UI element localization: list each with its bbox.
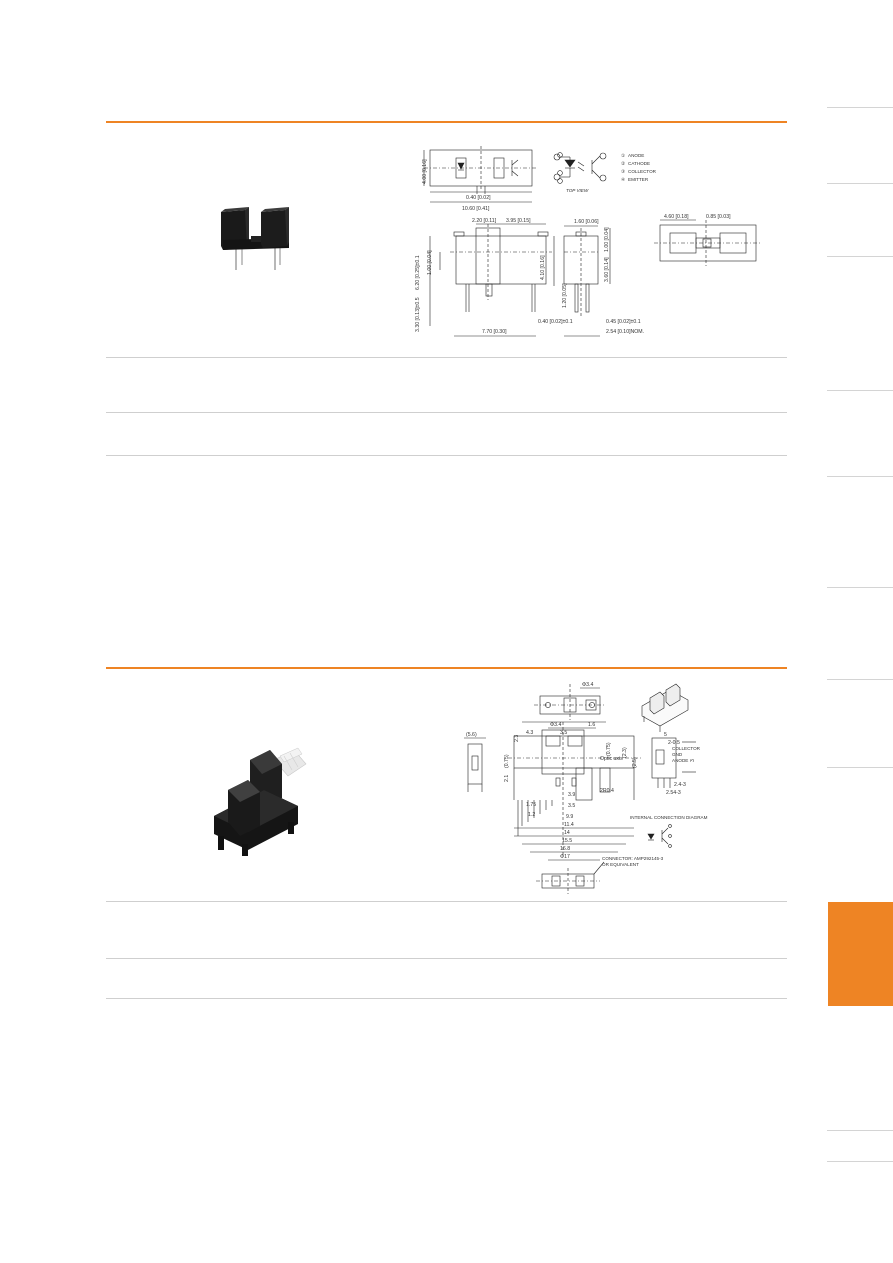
pin-label-emitter: EMITTER <box>628 177 649 182</box>
dim-side-top: 1.00 [0.04] <box>604 227 610 252</box>
dim-body-height: 6.20 [0.25]±0.1 <box>415 255 421 290</box>
dim-top-height: 4.00 [0.16] <box>422 159 428 184</box>
dim-hole-d: Φ3.4 <box>582 682 593 688</box>
connector-label-2: OR EQUIVALENT <box>602 862 639 867</box>
pin2-label-collector: COLLECTOR <box>672 746 701 751</box>
dim-optic-axis: Optic axis <box>600 756 623 762</box>
dim-slot-offset: 3.95 [0.15] <box>506 218 531 224</box>
dim-a9: (2.5) <box>632 757 638 768</box>
side-rule <box>827 1161 893 1162</box>
pin-num-3: ③ <box>621 169 625 174</box>
dim-a2: (0.75) <box>606 742 612 756</box>
side-rule <box>827 256 893 257</box>
dim-top-a: (5.6) <box>466 732 477 738</box>
product1-dimension-drawing: 4.00 [0.16] 0.40 [0.02] 10.60 [0.41] TOP… <box>415 146 762 337</box>
pin-num-1: ① <box>621 153 625 158</box>
dim-slot-depth: 4.10 [0.16] <box>540 255 546 280</box>
row-divider <box>106 412 787 413</box>
internal-diagram-label: INTERNAL CONNECTION DIAGRAM <box>630 815 708 820</box>
dim-hole-d2: Φ3.4 <box>550 722 561 728</box>
row-divider <box>106 958 787 959</box>
dim-a11: 1.75 <box>526 802 536 808</box>
side-rule <box>827 1130 893 1131</box>
dim-a6: 3.5 <box>560 730 567 736</box>
pin2-label-anode: ANODE <box>672 758 688 763</box>
dim-a15: 11.4 <box>564 822 574 828</box>
product1-photo <box>221 207 289 270</box>
dim-a19: Φ17 <box>560 854 570 860</box>
row-divider <box>106 901 787 902</box>
side-rule <box>827 587 893 588</box>
row-divider <box>106 455 787 456</box>
dim-a17: 15.5 <box>562 838 572 844</box>
dim-a7: 2.1 <box>504 775 510 782</box>
product2-dimension-drawing: (5.6) Φ3.4 4.3 Φ3.4 1.6 3.5 2.3 (0.75) (… <box>464 682 708 894</box>
dim-gap: 0.40 [0.02] <box>466 195 491 201</box>
dim-a12: 1.2 <box>528 812 535 818</box>
pin-label-collector: COLLECTOR <box>628 169 657 174</box>
dim-side-pin-width: 0.45 [0.02]±0.1 <box>606 319 641 325</box>
dim-aperture: 0.85 [0.03] <box>706 214 731 220</box>
section-tab-active[interactable] <box>828 902 893 1006</box>
dim-lip-height: 1.00 [0.04] <box>427 250 433 275</box>
pin-num-2: ② <box>621 161 625 166</box>
dim-a13: 3.5 <box>568 803 575 809</box>
section-divider-bottom <box>106 667 787 669</box>
dim-side-pin: 1.20 [0.05] <box>562 283 568 308</box>
side-rule <box>827 183 893 184</box>
dim-s3: 3 <box>690 759 696 762</box>
side-rule <box>827 767 893 768</box>
dim-a8: (2.3) <box>622 747 628 758</box>
dim-side-mid: 3.60 [0.14] <box>604 257 610 282</box>
row-divider <box>106 357 787 358</box>
dim-s4: 2.4-3 <box>674 782 686 788</box>
side-rule <box>827 107 893 108</box>
dim-s5: 2.54-3 <box>666 790 681 796</box>
pin-label-anode: ANODE <box>628 153 644 158</box>
dim-a5: 3.9 <box>568 792 575 798</box>
dim-s1: 5 <box>664 732 667 738</box>
pin2-label-gnd: GND <box>672 752 683 757</box>
dim-total-width: 10.60 [0.41] <box>462 206 490 212</box>
connector-label: CONNECTOR: AMP292145-3 <box>602 856 664 861</box>
dim-side-pitch: 2.54 [0.10]NOM. <box>606 329 644 335</box>
side-rule <box>827 390 893 391</box>
dim-a1: 4.3 <box>526 730 533 736</box>
dim-a14: 9.9 <box>566 814 573 820</box>
dim-slot-width: 2.20 [0.11] <box>472 218 497 224</box>
side-rule <box>827 679 893 680</box>
dim-right-a: 1.6 <box>588 722 595 728</box>
dim-a18: 16.8 <box>560 846 570 852</box>
dim-a16: 14 <box>564 830 570 836</box>
dim-a10: 2R0.4 <box>600 788 614 794</box>
pin-label-cathode: CATHODE <box>628 161 650 166</box>
dim-pin-height: 3.30 [0.13]±0.5 <box>415 297 421 332</box>
dim-side-width: 1.60 [0.06] <box>574 219 599 225</box>
dim-s2: 2-0.5 <box>668 740 680 746</box>
pin-num-4: ④ <box>621 177 625 182</box>
side-rule <box>827 476 893 477</box>
dim-pin-width: 0.40 [0.02]±0.1 <box>538 319 573 325</box>
dim-a4: 2.3 <box>514 735 520 742</box>
dim-a3: (0.75) <box>504 754 510 768</box>
product2-photo <box>214 747 307 856</box>
section-divider-top <box>106 121 787 123</box>
row-divider <box>106 998 787 999</box>
top-view-label: TOP VIEW <box>566 188 589 193</box>
dim-pin-pitch: 7.70 [0.30] <box>482 329 507 335</box>
dim-bottom-width: 4.60 [0.18] <box>664 214 689 220</box>
